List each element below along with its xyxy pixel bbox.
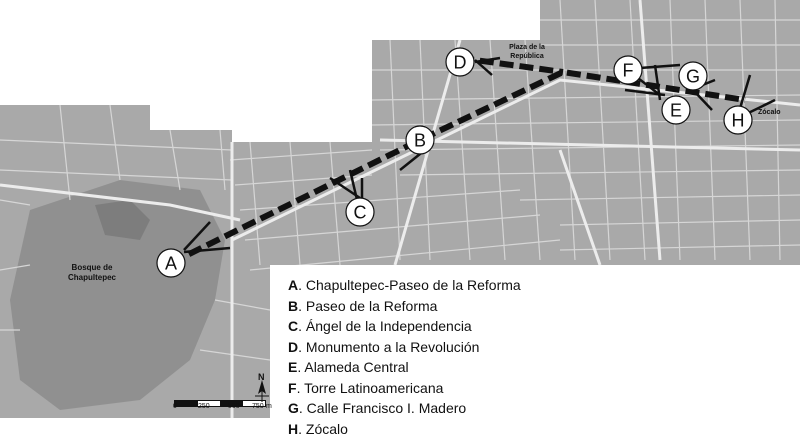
north-arrow-icon: N (252, 372, 272, 402)
scale-unit: m (266, 403, 272, 410)
marker-letter: B (414, 131, 426, 151)
scale-tick-0: 0 (173, 403, 177, 410)
scale-tick-250: 250 (198, 403, 210, 410)
marker-letter: A (165, 254, 177, 274)
marker-letter: E (670, 101, 682, 121)
legend-item-d: D. Monumento a la Revolución (288, 337, 800, 358)
marker-letter: C (354, 203, 367, 223)
marker-b[interactable]: B (406, 126, 434, 154)
legend-panel: A. Chapultepec-Paseo de la Reforma B. Pa… (270, 265, 800, 418)
marker-a[interactable]: A (157, 249, 185, 277)
map-label-plaza-line2: República (510, 53, 544, 60)
marker-letter: D (454, 53, 467, 73)
marker-g[interactable]: G (679, 62, 707, 90)
scale-tick-750: 750 (252, 403, 264, 410)
marker-f[interactable]: F (614, 56, 642, 84)
legend-item-f: F. Torre Latinoamericana (288, 378, 800, 399)
legend-item-e: E. Alameda Central (288, 357, 800, 378)
marker-e[interactable]: E (662, 96, 690, 124)
marker-d[interactable]: D (446, 48, 474, 76)
legend-item-c: C. Ángel de la Independencia (288, 316, 800, 337)
marker-letter: F (623, 61, 634, 81)
scale-tick-500: 500 (228, 403, 240, 410)
map-label-bosque-line2: Chapultepec (68, 273, 117, 282)
marker-letter: H (732, 111, 745, 131)
marker-h[interactable]: H (724, 106, 752, 134)
legend-item-a: A. Chapultepec-Paseo de la Reforma (288, 275, 800, 296)
map-label-plaza-line1: Plaza de la (509, 44, 545, 51)
marker-c[interactable]: C (346, 198, 374, 226)
legend-item-b: B. Paseo de la Reforma (288, 296, 800, 317)
marker-letter: G (686, 67, 700, 87)
map-label-bosque-line1: Bosque de (72, 263, 113, 272)
legend-item-g: G. Calle Francisco I. Madero (288, 398, 800, 419)
map-label-zocalo: Zócalo (758, 109, 781, 116)
legend-item-h: H. Zócalo (288, 419, 800, 439)
